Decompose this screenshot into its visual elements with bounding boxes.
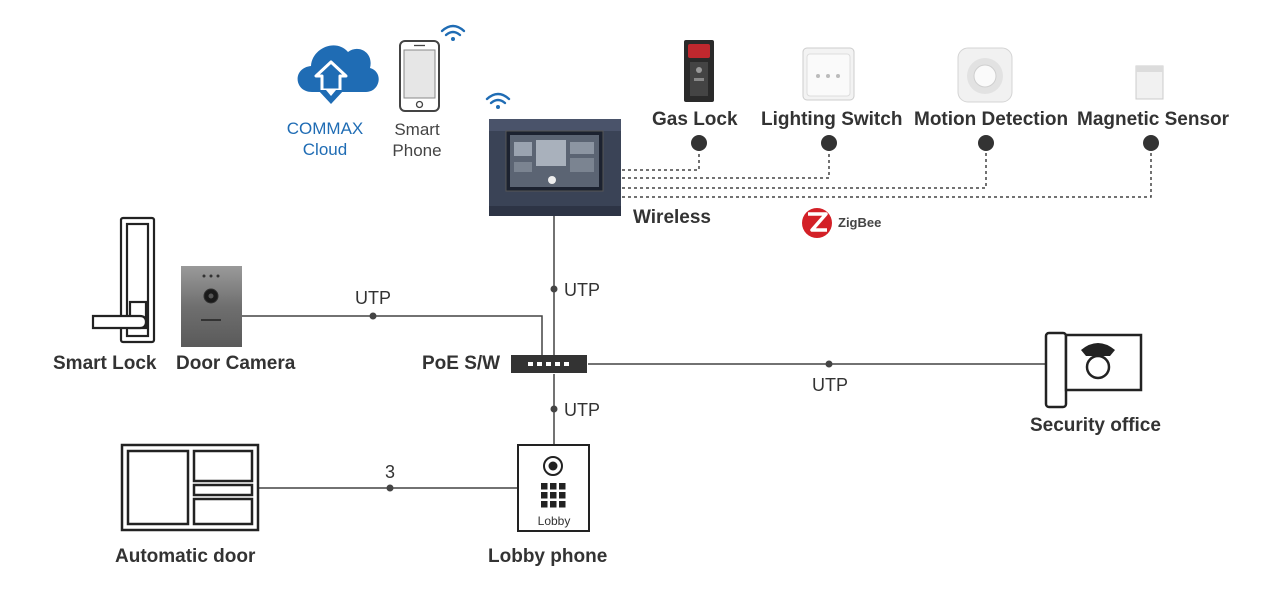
cloud-icon [297, 45, 379, 104]
motion-detection-node [978, 135, 994, 151]
smart-lock-label: Smart Lock [53, 353, 157, 374]
gas-lock-link [622, 150, 700, 171]
cloud-label-line1: COMMAX [286, 119, 364, 138]
magnetic-sensor-node [1143, 135, 1159, 151]
gas-lock-node [691, 135, 707, 151]
automatic-door-icon [120, 443, 260, 532]
poe-switch-icon [511, 355, 587, 373]
door-lobby-wire-label: 3 [385, 462, 396, 482]
camera-to-switch-line [242, 315, 543, 356]
monitor-switch-utp-label: UTP [564, 280, 600, 300]
cloud-label-line2: Cloud [302, 140, 348, 159]
cloud-label: COMMAX Cloud [286, 118, 364, 160]
zigbee-links [622, 150, 1152, 198]
door-camera-icon [181, 266, 242, 347]
lobby-phone-label: Lobby phone [488, 546, 608, 567]
utp-dot [369, 312, 377, 320]
security-office-icon [1044, 331, 1143, 409]
utp-dot [550, 285, 558, 293]
door-camera-label: Door Camera [176, 353, 296, 374]
gas-lock-label: Gas Lock [652, 109, 738, 130]
gas-lock-device-icon [684, 40, 714, 102]
poe-switch-label: PoE S/W [422, 353, 501, 374]
automatic-door-label: Automatic door [115, 546, 256, 567]
smartphone-label-line2: Phone [392, 141, 442, 160]
connection-dots [369, 285, 833, 492]
security-office-label: Security office [1030, 415, 1161, 436]
switch-lobby-utp-label: UTP [564, 400, 600, 420]
wire-dot [386, 484, 394, 492]
lobby-panel-text: Lobby [538, 514, 571, 528]
camera-switch-utp-label: UTP [355, 288, 391, 308]
zigbee-label: ZigBee [838, 215, 882, 230]
zigbee-logo-icon [802, 208, 832, 238]
motion-detection-link [622, 150, 987, 189]
wifi-icon [440, 24, 466, 41]
device-nodes [691, 135, 1159, 151]
wired-connections [242, 215, 1045, 489]
magnetic-sensor-device-icon [1135, 65, 1164, 100]
lighting-switch-link [622, 150, 830, 179]
smartphone-label: Smart Phone [386, 119, 448, 161]
utp-dot [550, 405, 558, 413]
lighting-switch-node [821, 135, 837, 151]
lighting-switch-label: Lighting Switch [761, 109, 903, 130]
switch-security-utp-label: UTP [812, 375, 848, 395]
wifi-icon [485, 92, 511, 109]
wallpad-monitor [489, 119, 621, 216]
motion-detection-label: Motion Detection [914, 109, 1069, 130]
lighting-switch-device-icon [802, 47, 855, 101]
smart-lock-icon [91, 216, 156, 344]
utp-dot [825, 360, 833, 368]
magnetic-sensor-label: Magnetic Sensor [1077, 109, 1230, 130]
motion-detection-device-icon [957, 47, 1013, 103]
magnetic-sensor-link [622, 150, 1152, 198]
smartphone-label-line1: Smart [394, 120, 440, 139]
smartphone-icon [399, 40, 440, 112]
monitor-label: Wireless [633, 207, 711, 228]
lobby-phone-icon: Lobby [517, 444, 590, 532]
